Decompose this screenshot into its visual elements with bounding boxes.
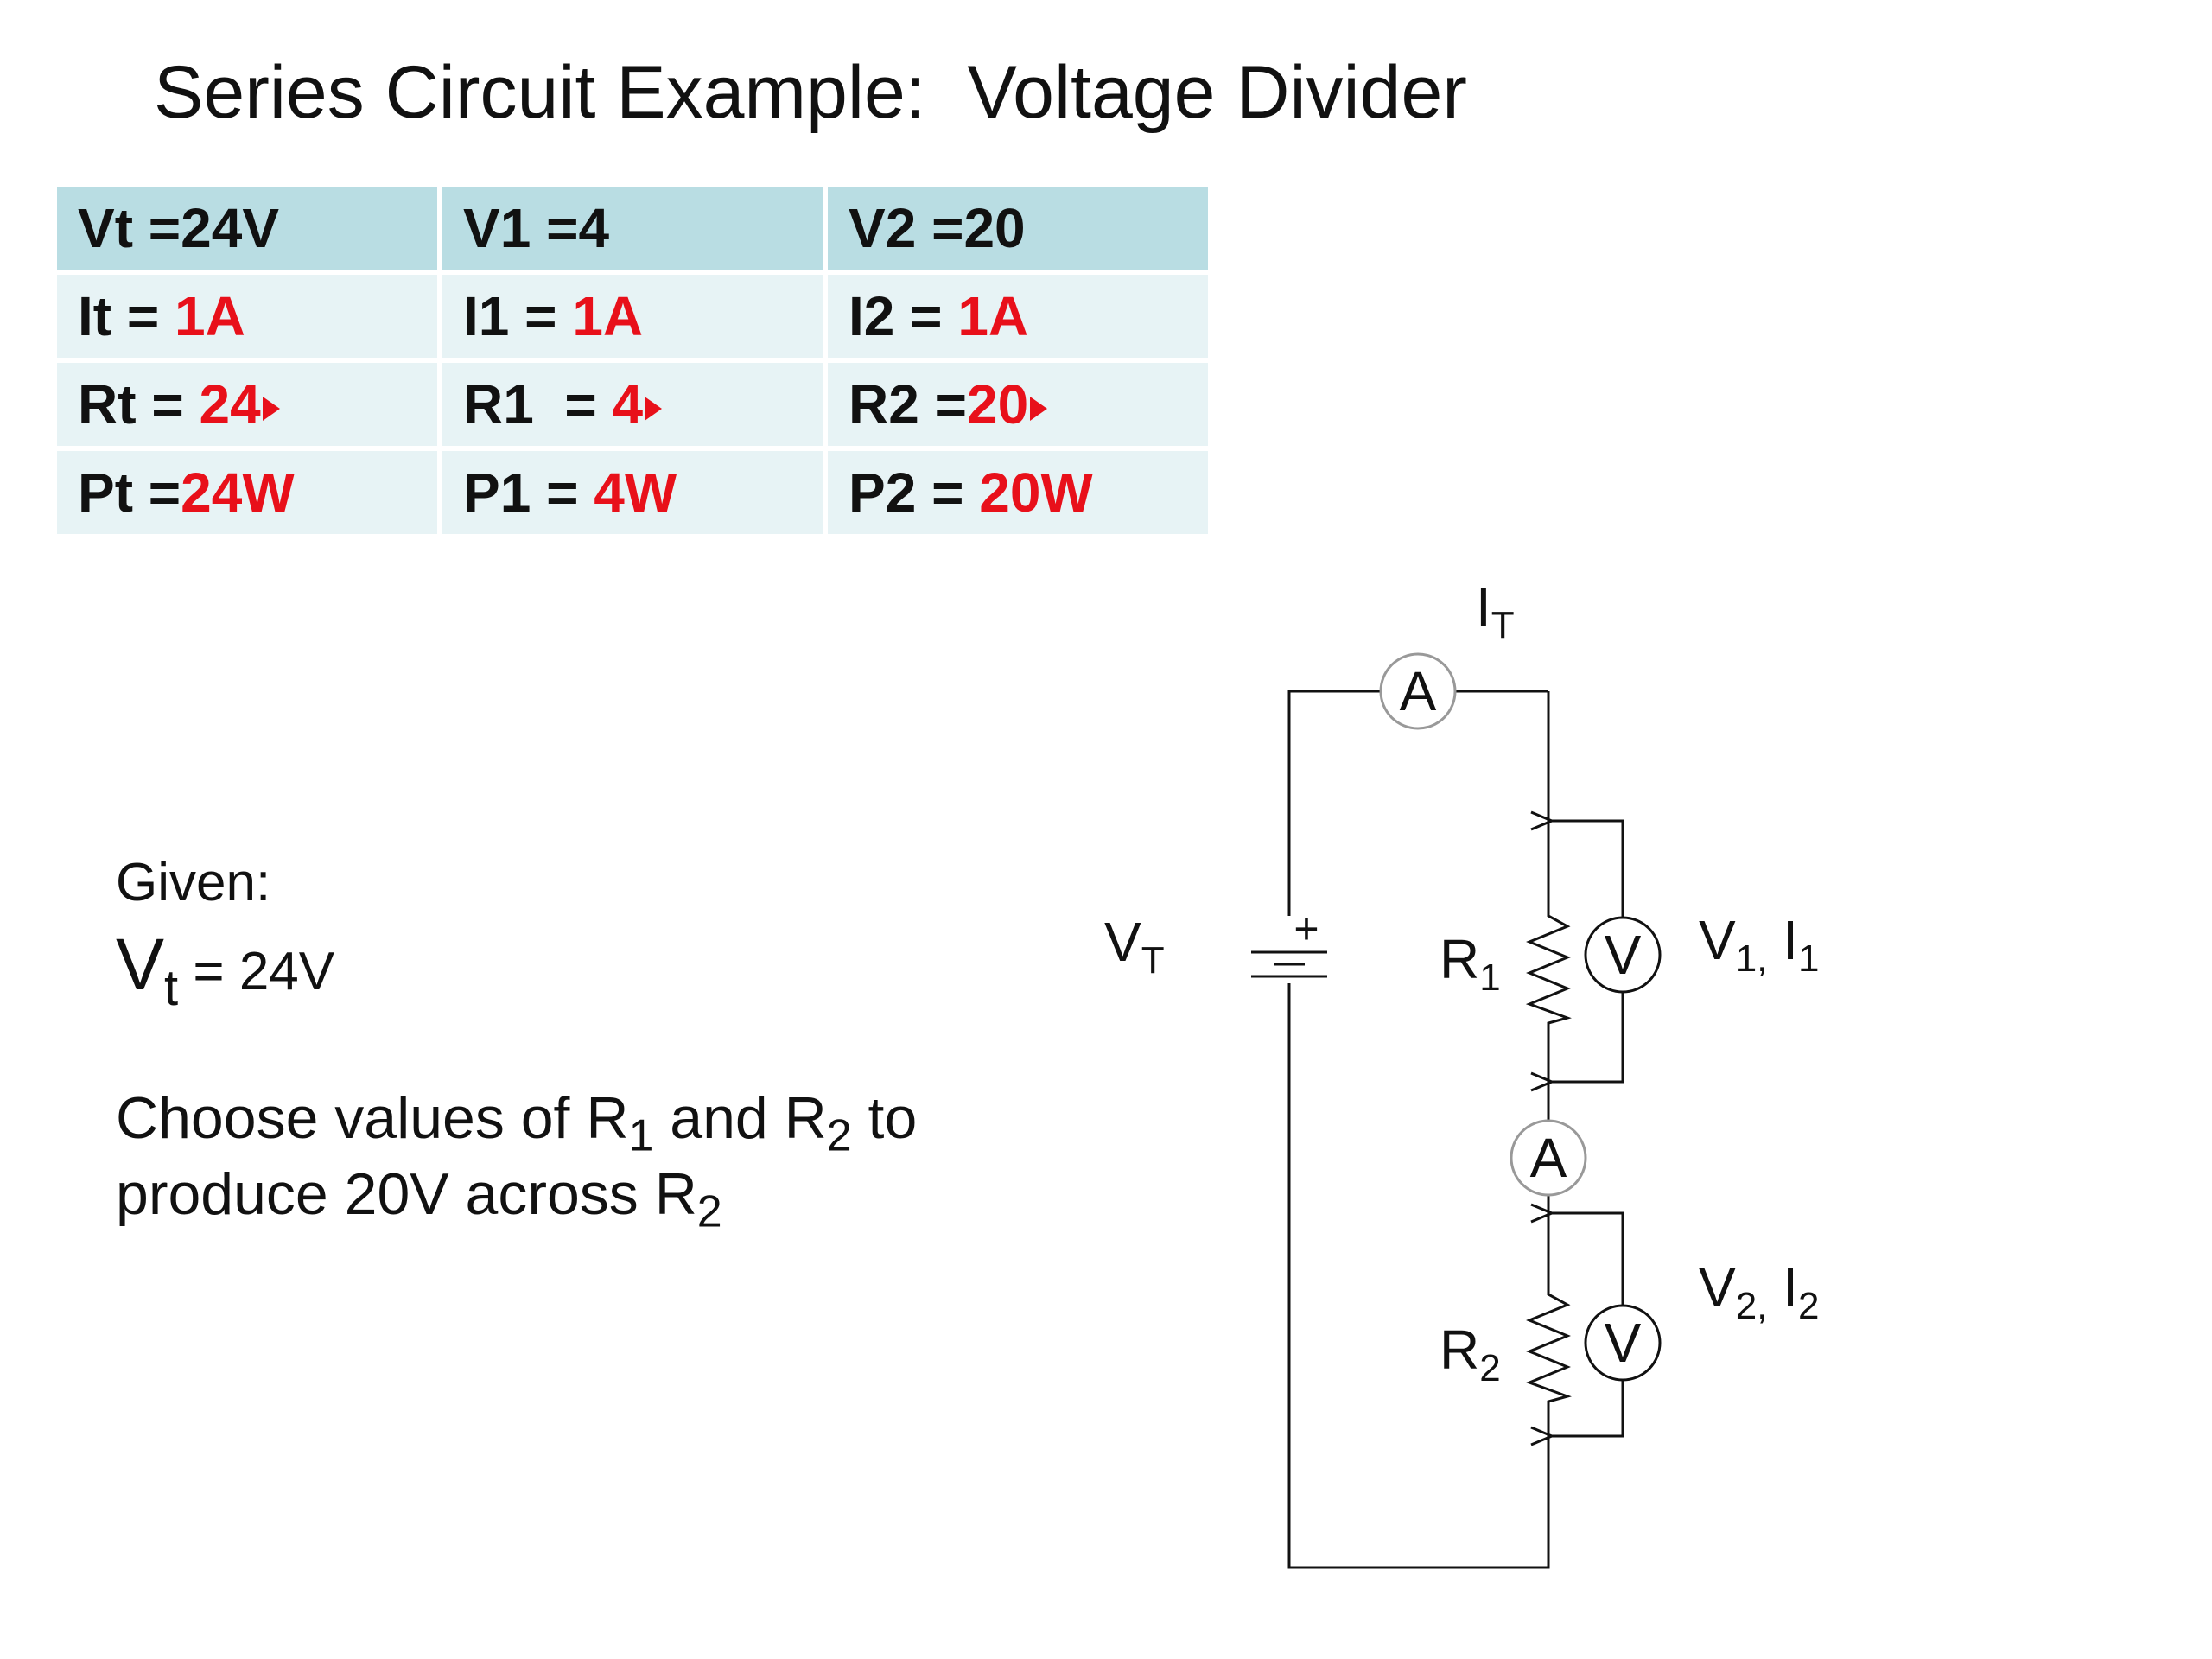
given-label-block: Given: [116, 852, 270, 913]
label-r1: R1 [1440, 928, 1501, 999]
cell-value: 20 [966, 373, 1029, 435]
instruction-part2: and R [653, 1085, 827, 1151]
given-vt-value: = 24V [178, 942, 335, 1001]
table-cell: P1 = 4W [442, 451, 823, 534]
wire-left [1287, 690, 1381, 916]
cell-value: 20W [979, 461, 1093, 524]
voltmeter-1-symbol: V [1605, 924, 1642, 986]
cell-value: 20 [963, 197, 1026, 259]
cell-value: 4W [594, 461, 677, 524]
ammeter-top: A [1379, 652, 1457, 730]
instruction-text: Choose values of R1 and R2 to produce 20… [116, 1080, 1014, 1235]
cell-label: I1 = [463, 285, 573, 347]
given-vt: Vt = 24V [116, 923, 334, 1017]
ohm-symbol-placeholder-icon [645, 397, 663, 422]
cell-value: 1A [572, 285, 644, 347]
cell-label: R1 = [463, 373, 613, 435]
table-cell: V2 =20 [828, 187, 1208, 270]
table-cell: Rt = 24 [57, 363, 437, 446]
voltmeter-2: V [1584, 1304, 1662, 1382]
table-cell: Vt =24V [57, 187, 437, 270]
instruction-part3: to produce 20V across R [116, 1085, 918, 1227]
ammeter-middle: A [1510, 1119, 1587, 1197]
cell-value: 4 [612, 373, 644, 435]
ammeter-top-symbol: A [1400, 660, 1437, 722]
label-vt: VT [1104, 911, 1165, 982]
label-r2: R2 [1440, 1319, 1501, 1389]
cell-label: Rt = [78, 373, 200, 435]
v2-probe-top [1552, 1213, 1624, 1308]
v1-probe-top [1552, 821, 1624, 921]
label-it: IT [1476, 575, 1515, 646]
given-vt-symbol: V [116, 924, 165, 1005]
table-cell: R1 = 4 [442, 363, 823, 446]
r1-resistor-icon [1525, 909, 1572, 1028]
cell-value: 24W [181, 461, 295, 524]
given-vt-subscript: t [164, 959, 179, 1016]
v2-probe-bottom [1552, 1377, 1624, 1436]
instruction-sub3: 2 [696, 1186, 722, 1237]
table-cell: P2 = 20W [828, 451, 1208, 534]
table-cell: V1 =4 [442, 187, 823, 270]
v1-probe-bottom [1552, 988, 1624, 1082]
cell-label: It = [78, 285, 175, 347]
ohm-symbol-placeholder-icon [1030, 397, 1048, 422]
voltmeter-1-circle-icon [1584, 916, 1662, 994]
slide-title: Series Circuit Example: Voltage Divider [154, 51, 1467, 134]
cell-label: P1 = [463, 461, 594, 524]
table-cell: Pt =24W [57, 451, 437, 534]
table-cell: I2 = 1A [828, 275, 1208, 358]
cell-label: V2 = [849, 197, 964, 259]
voltmeter-2-symbol: V [1605, 1312, 1642, 1374]
cell-label: R2 = [849, 373, 967, 435]
table-cell: R2 =20 [828, 363, 1208, 446]
wire-bottom [1287, 983, 1550, 1569]
voltmeter-1: V [1584, 916, 1662, 994]
label-v2-i2: V2, I2 [1699, 1256, 1819, 1327]
cell-label: I2 = [849, 285, 958, 347]
cell-label: Pt = [78, 461, 181, 524]
cell-label: V1 = [463, 197, 579, 259]
cell-value: 4 [578, 197, 610, 259]
instruction-sub1: 1 [628, 1110, 654, 1161]
ammeter-middle-symbol: A [1530, 1127, 1567, 1189]
cell-label: Vt = [78, 197, 181, 259]
cell-value: 24V [181, 197, 280, 259]
label-v1-i1: V1, I1 [1699, 909, 1819, 980]
battery-plus-sign: + [1294, 905, 1319, 953]
table-cell: I1 = 1A [442, 275, 823, 358]
instruction-sub2: 2 [826, 1110, 852, 1161]
voltmeter-2-circle-icon [1584, 1304, 1662, 1382]
table-cell: It = 1A [57, 275, 437, 358]
cell-value: 24 [199, 373, 261, 435]
ohm-symbol-placeholder-icon [262, 397, 280, 422]
cell-value: 1A [175, 285, 245, 347]
r2-resistor-icon [1525, 1287, 1572, 1407]
instruction-part1: Choose values of R [116, 1085, 629, 1151]
cell-value: 1A [957, 285, 1029, 347]
ammeter-middle-circle-icon [1510, 1119, 1587, 1197]
ammeter-top-circle-icon [1379, 652, 1457, 730]
cell-label: P2 = [849, 461, 980, 524]
given-label: Given: [116, 853, 271, 912]
